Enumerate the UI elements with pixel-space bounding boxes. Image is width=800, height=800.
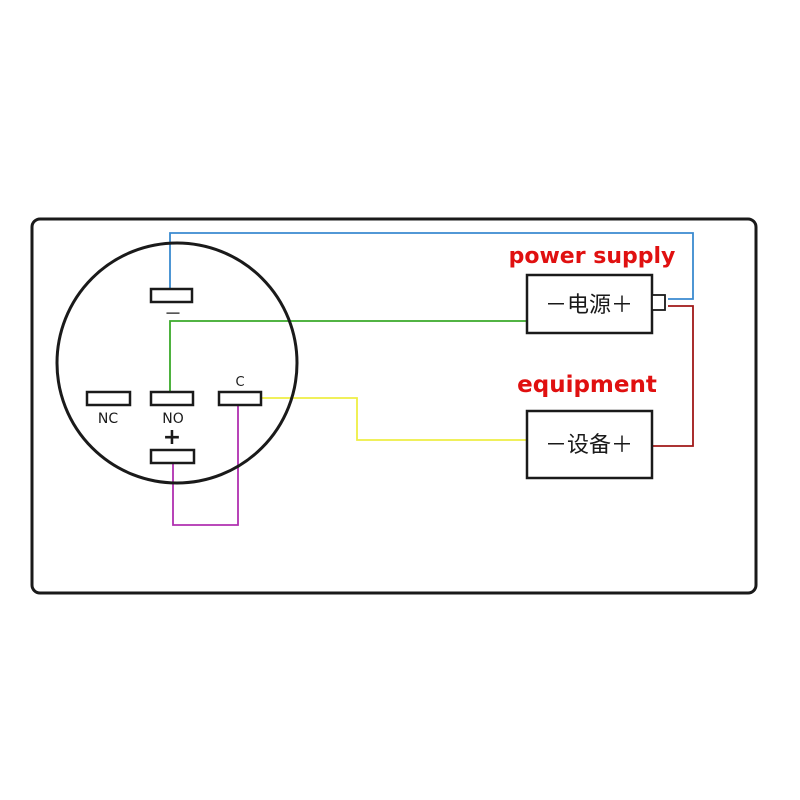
terminal-no — [149, 390, 195, 407]
equipment-box — [525, 409, 654, 480]
power-connector-tab — [651, 294, 666, 311]
ground-wire — [169, 232, 694, 300]
pin-nc-label: NC — [98, 411, 118, 427]
power-supply-box — [525, 273, 654, 335]
equipment-box-text: －设备＋ — [545, 433, 633, 458]
terminal-nc — [85, 390, 132, 407]
terminal-led-plus — [149, 448, 196, 465]
pin-no-label: NO — [162, 411, 184, 427]
c-wire — [260, 397, 527, 441]
no-wire — [169, 320, 527, 393]
switch-body-circle — [55, 241, 299, 485]
jumper-wire — [172, 404, 239, 526]
power-supply-title: power supply — [509, 244, 676, 269]
power-wire — [652, 305, 694, 447]
terminal-c — [217, 390, 263, 407]
power-supply-box-text: －电源＋ — [545, 293, 633, 318]
equipment-title: equipment — [517, 372, 657, 398]
terminal-ground — [149, 287, 194, 304]
plus-sign-label: + — [163, 425, 181, 450]
pin-c-label: C — [235, 375, 244, 390]
minus-sign-label: － — [164, 304, 182, 325]
